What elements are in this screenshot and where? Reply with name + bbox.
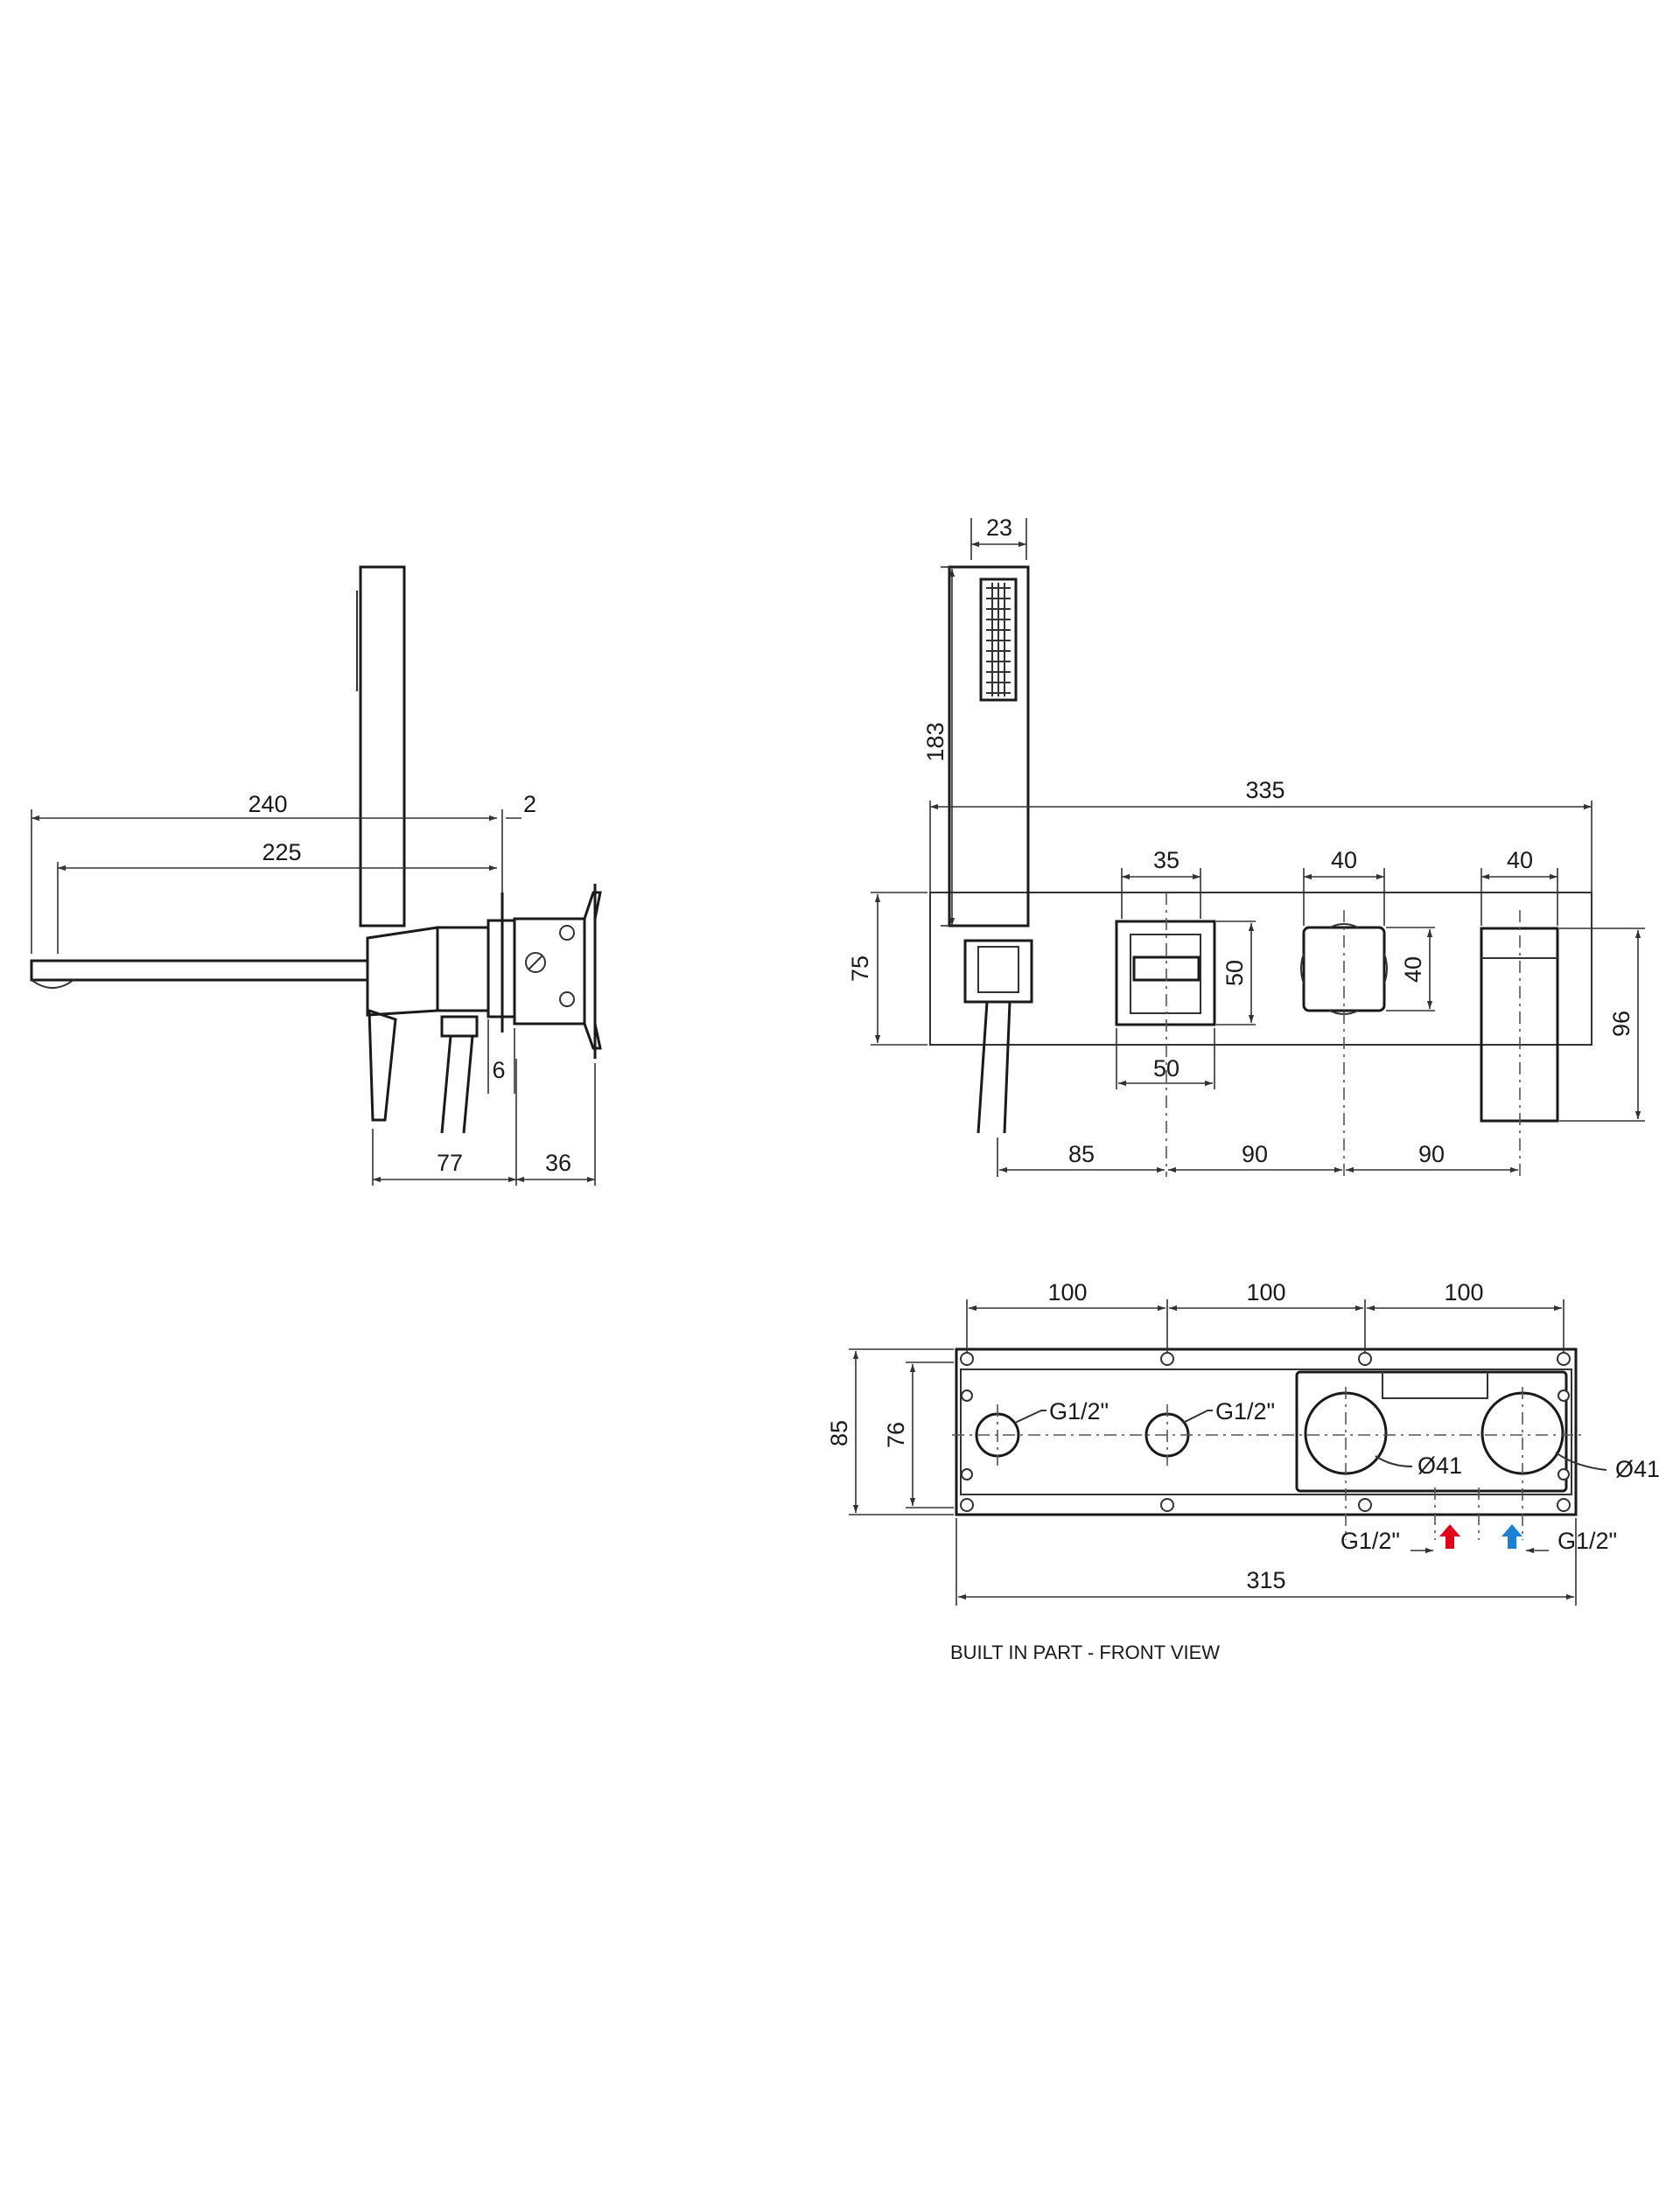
- dim-label-6: 6: [492, 1057, 505, 1083]
- lever-side: [368, 1008, 397, 1122]
- thread-label-g12-a: G1/2": [1049, 1398, 1109, 1424]
- cold-water-arrow: [1502, 1524, 1522, 1549]
- dim-label-85b: 85: [826, 1420, 852, 1446]
- dim-label-40b: 40: [1507, 847, 1533, 873]
- thread-label-g12-b: G1/2": [1215, 1398, 1275, 1424]
- dim-label-75: 75: [847, 956, 873, 982]
- mounting-hole: [960, 1498, 974, 1512]
- diameter-label-41-b: Ø41: [1615, 1456, 1660, 1482]
- dim-label-315: 315: [1246, 1567, 1285, 1593]
- built-in-caption: BUILT IN PART - FRONT VIEW: [950, 1642, 1220, 1663]
- hose-fitting-side: [440, 1015, 479, 1038]
- built-in-frame: [955, 1348, 1578, 1516]
- shower-nozzle-grid: [979, 578, 1018, 702]
- dim-label-100c: 100: [1444, 1279, 1483, 1306]
- dim-label-225: 225: [262, 839, 301, 865]
- dim-label-50v: 50: [1222, 960, 1248, 986]
- dim-label-40a: 40: [1331, 847, 1357, 873]
- mounting-hole: [1160, 1352, 1174, 1366]
- mounting-hole: [1160, 1498, 1174, 1512]
- dim-label-335: 335: [1245, 777, 1284, 803]
- mounting-hole: [1358, 1498, 1372, 1512]
- dim-label-35: 35: [1153, 847, 1180, 873]
- built-in-view: G1/2" G1/2" Ø41 Ø41 G1/2" G1/2" 100 100 …: [826, 1279, 1660, 1663]
- shower-holder-front: [963, 939, 1033, 1004]
- diameter-label-41-a: Ø41: [1418, 1452, 1462, 1479]
- dim-label-40v: 40: [1400, 956, 1426, 983]
- built-in-box-side: [513, 917, 586, 1026]
- mounting-hole: [1557, 1352, 1571, 1366]
- front-view: 23 183 335 35 40 40 75 50 40: [847, 514, 1645, 1177]
- dim-label-100b: 100: [1246, 1279, 1285, 1306]
- mixer-control-front: [1115, 920, 1216, 1026]
- dim-label-90a: 90: [1242, 1141, 1268, 1167]
- dim-label-23: 23: [986, 514, 1012, 541]
- cover-plate-front: [929, 892, 1592, 1046]
- hot-water-arrow: [1439, 1524, 1460, 1549]
- dim-label-100a: 100: [1047, 1279, 1087, 1306]
- dim-label-85: 85: [1068, 1141, 1095, 1167]
- dim-label-50h: 50: [1153, 1055, 1180, 1082]
- mounting-hole: [1358, 1352, 1372, 1366]
- dim-label-2: 2: [523, 791, 536, 817]
- dim-label-77: 77: [437, 1150, 463, 1176]
- dim-label-90b: 90: [1418, 1141, 1445, 1167]
- mounting-hole: [1557, 1498, 1571, 1512]
- dim-label-76: 76: [883, 1422, 909, 1448]
- thread-label-g12-c: G1/2": [1340, 1528, 1400, 1554]
- hand-shower-side: [359, 565, 406, 928]
- mixer-body-side: [366, 926, 439, 1017]
- dim-label-36: 36: [545, 1150, 571, 1176]
- dim-label-96: 96: [1608, 1011, 1634, 1037]
- spout-side: [30, 959, 369, 982]
- thread-label-g12-d: G1/2": [1558, 1528, 1617, 1554]
- mounting-hole: [960, 1352, 974, 1366]
- dim-label-240: 240: [248, 791, 287, 817]
- dim-label-183: 183: [922, 722, 948, 761]
- side-view: 240 225 2 6 77 36: [30, 565, 602, 1186]
